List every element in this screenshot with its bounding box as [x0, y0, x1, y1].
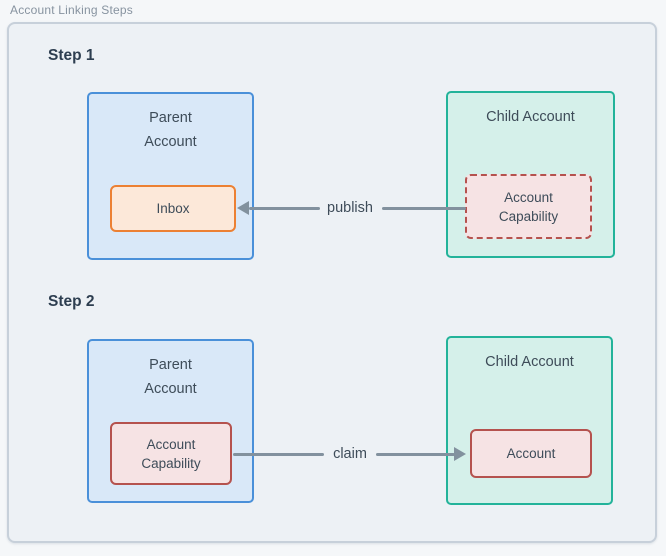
- step-2-account-node: Account: [470, 429, 592, 478]
- inner-label: Inbox: [156, 201, 190, 216]
- publish-arrow-line: [382, 206, 466, 210]
- node-title: Parent Account: [144, 110, 197, 150]
- step-2-account-capability-node: Account Capability: [110, 422, 232, 485]
- claim-arrow-line: [233, 452, 324, 456]
- step-2-heading: Step 2: [48, 293, 95, 310]
- claim-arrow-line: [376, 452, 455, 456]
- claim-arrowhead-icon: [454, 447, 466, 461]
- step-2-child-account-node: Child Account: [446, 336, 613, 505]
- step-1-account-capability-node: Account Capability: [465, 174, 592, 239]
- step-1-parent-account-node: Parent Account: [87, 92, 254, 260]
- publish-arrow-line: [249, 206, 320, 210]
- publish-arrowhead-icon: [237, 201, 249, 215]
- publish-arrow-label: publish: [327, 200, 373, 216]
- step-1-heading: Step 1: [48, 47, 95, 64]
- panel-title: Account Linking Steps: [10, 3, 133, 17]
- inner-label: Account Capability: [498, 189, 559, 224]
- claim-arrow-label: claim: [333, 446, 367, 462]
- inner-label: Account: [506, 446, 556, 461]
- node-title: Child Account: [485, 354, 574, 370]
- step-1-inbox-node: Inbox: [110, 185, 236, 232]
- inner-label: Account Capability: [141, 436, 201, 471]
- node-title: Child Account: [486, 109, 575, 125]
- node-title: Parent Account: [144, 357, 197, 397]
